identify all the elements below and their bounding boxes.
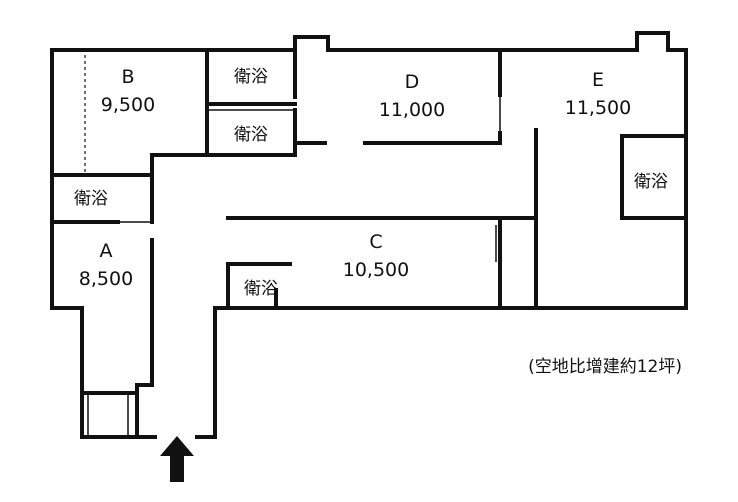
room-price: 10,500 [343, 259, 409, 281]
arrow-up-icon [160, 436, 194, 482]
bathroom-label: 衛浴 [234, 67, 268, 87]
room-letter: B [121, 66, 134, 88]
room-price: 11,000 [379, 99, 445, 121]
interior-walls [50, 48, 688, 439]
bathroom-label: 衛浴 [634, 172, 668, 192]
bathroom-label: 衛浴 [234, 125, 268, 145]
bathroom-label: 衛浴 [244, 279, 278, 299]
room-price: 9,500 [101, 94, 155, 116]
room-C-label: C 10,500 [343, 231, 409, 281]
open-space-note: (空地比增建約12坪) [528, 357, 682, 377]
room-E-label: E 11,500 [565, 69, 631, 119]
room-D-label: D 11,000 [379, 71, 445, 121]
room-letter: A [100, 240, 113, 262]
bathroom-label: 衛浴 [74, 189, 108, 209]
room-price: 11,500 [565, 97, 631, 119]
room-letter: E [592, 69, 604, 91]
room-letter: D [405, 71, 420, 93]
room-letter: C [369, 231, 382, 253]
room-B-label: B 9,500 [101, 66, 155, 116]
room-price: 8,500 [79, 268, 133, 290]
room-A-label: A 8,500 [79, 240, 133, 290]
